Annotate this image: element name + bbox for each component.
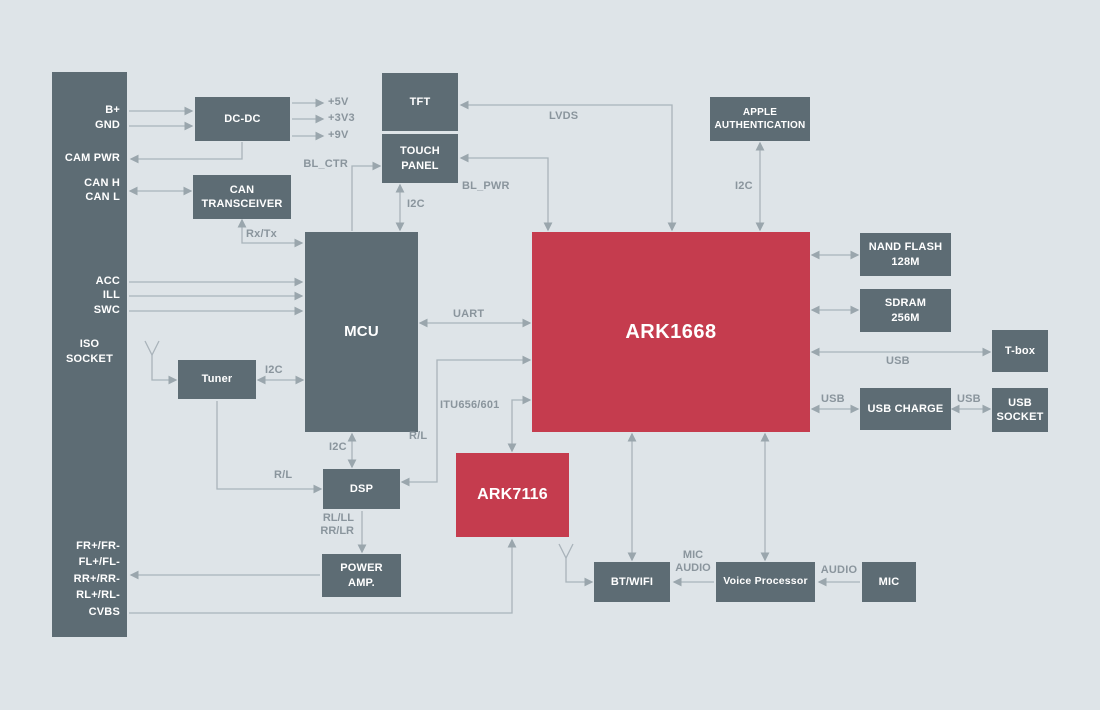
block-mic: MIC: [862, 562, 916, 602]
pin-label-gnd: GND: [94, 119, 120, 131]
wire-label-9v: +9V: [328, 129, 349, 141]
block-bt-wifi: BT/WIFI: [594, 562, 670, 602]
wire-label-rr-lr: RR/LR: [320, 525, 354, 537]
block-usb-charge: USB CHARGE: [860, 388, 951, 430]
block-tuner: Tuner: [178, 360, 256, 399]
wire-label-i2c-dsp: I2C: [329, 441, 347, 453]
antenna-icon: [144, 340, 160, 357]
pin-label-bplus: B+: [105, 104, 120, 116]
block-dc-dc: DC-DC: [195, 97, 290, 141]
pin-label-rr: RR+/RR-: [73, 573, 120, 585]
wire-label-i2c-touch: I2C: [407, 198, 425, 210]
wire-label-amp-channels: RL/LL RR/LR: [312, 512, 354, 538]
pin-label-swc: SWC: [93, 304, 120, 316]
wire-label-itu: ITU656/601: [440, 399, 500, 411]
wire: [129, 538, 517, 614]
wire-label-rl-ark: R/L: [409, 430, 428, 442]
wire-label-uart: UART: [453, 308, 485, 320]
wire-label-rl-tuner: R/L: [274, 469, 293, 481]
pin-label-ill: ILL: [102, 289, 120, 301]
block-dsp: DSP: [323, 469, 400, 509]
wire: [459, 100, 677, 232]
wire: [459, 153, 553, 232]
wire-label-mic: MIC: [682, 549, 704, 561]
wire: [351, 161, 382, 231]
wire-label-usb-socket: USB: [957, 393, 981, 405]
pin-label-campwr: CAM PWR: [64, 152, 120, 164]
block-mcu: MCU: [305, 232, 418, 432]
wire-label-bl-ctr: BL_CTR: [303, 158, 348, 170]
pin-label-fl: FL+/FL-: [78, 556, 120, 568]
iso-socket-title-line1: ISO: [79, 338, 100, 350]
iso-socket-title-line2: SOCKET: [65, 353, 114, 365]
wire: [565, 558, 594, 587]
block-sdram: SDRAM 256M: [860, 289, 951, 332]
block-touch-panel: TOUCH PANEL: [382, 134, 458, 183]
wire-label-3v3: +3V3: [328, 112, 355, 124]
wire-label-lvds: LVDS: [549, 110, 579, 122]
pin-label-canl: CAN L: [85, 191, 120, 203]
block-voice-processor: Voice Processor: [716, 562, 815, 602]
wire-label-mic-audio: MIC AUDIO: [670, 549, 716, 575]
block-ark7116: ARK7116: [456, 453, 569, 537]
antenna-icon: [558, 543, 574, 560]
wire-label-usb-charge: USB: [821, 393, 845, 405]
wire-label-i2c-apple: I2C: [735, 180, 753, 192]
wire-label-audio-mic: AUDIO: [820, 564, 858, 576]
block-tft: TFT: [382, 73, 458, 131]
block-power-amp: POWER AMP.: [322, 554, 401, 597]
wire: [507, 395, 532, 453]
pin-label-fr: FR+/FR-: [76, 540, 120, 552]
iso-socket-connector: B+ GND CAM PWR CAN H CAN L ACC ILL SWC I…: [52, 72, 127, 637]
pin-label-acc: ACC: [95, 275, 120, 287]
pin-label-rl: RL+/RL-: [76, 589, 120, 601]
block-nand-flash: NAND FLASH 128M: [860, 233, 951, 276]
wire: [151, 355, 178, 385]
pin-label-cvbs: CVBS: [88, 606, 120, 618]
block-ark1668: ARK1668: [532, 232, 810, 432]
wire-label-rx-tx: Rx/Tx: [246, 228, 277, 240]
block-t-box: T-box: [992, 330, 1048, 372]
block-can-transceiver: CAN TRANSCEIVER: [193, 175, 291, 219]
wire-label-rl-ll: RL/LL: [322, 512, 354, 524]
block-usb-socket: USB SOCKET: [992, 388, 1048, 432]
wire-label-5v: +5V: [328, 96, 349, 108]
pin-label-canh: CAN H: [84, 177, 120, 189]
wire-label-audio-bt: AUDIO: [675, 562, 711, 574]
wire: [129, 142, 243, 164]
wire-label-i2c-tuner: I2C: [265, 364, 283, 376]
wire-label-bl-pwr: BL_PWR: [462, 180, 510, 192]
block-apple-authentication: APPLE AUTHENTICATION: [710, 97, 810, 141]
wire-label-usb-tbox: USB: [886, 355, 910, 367]
